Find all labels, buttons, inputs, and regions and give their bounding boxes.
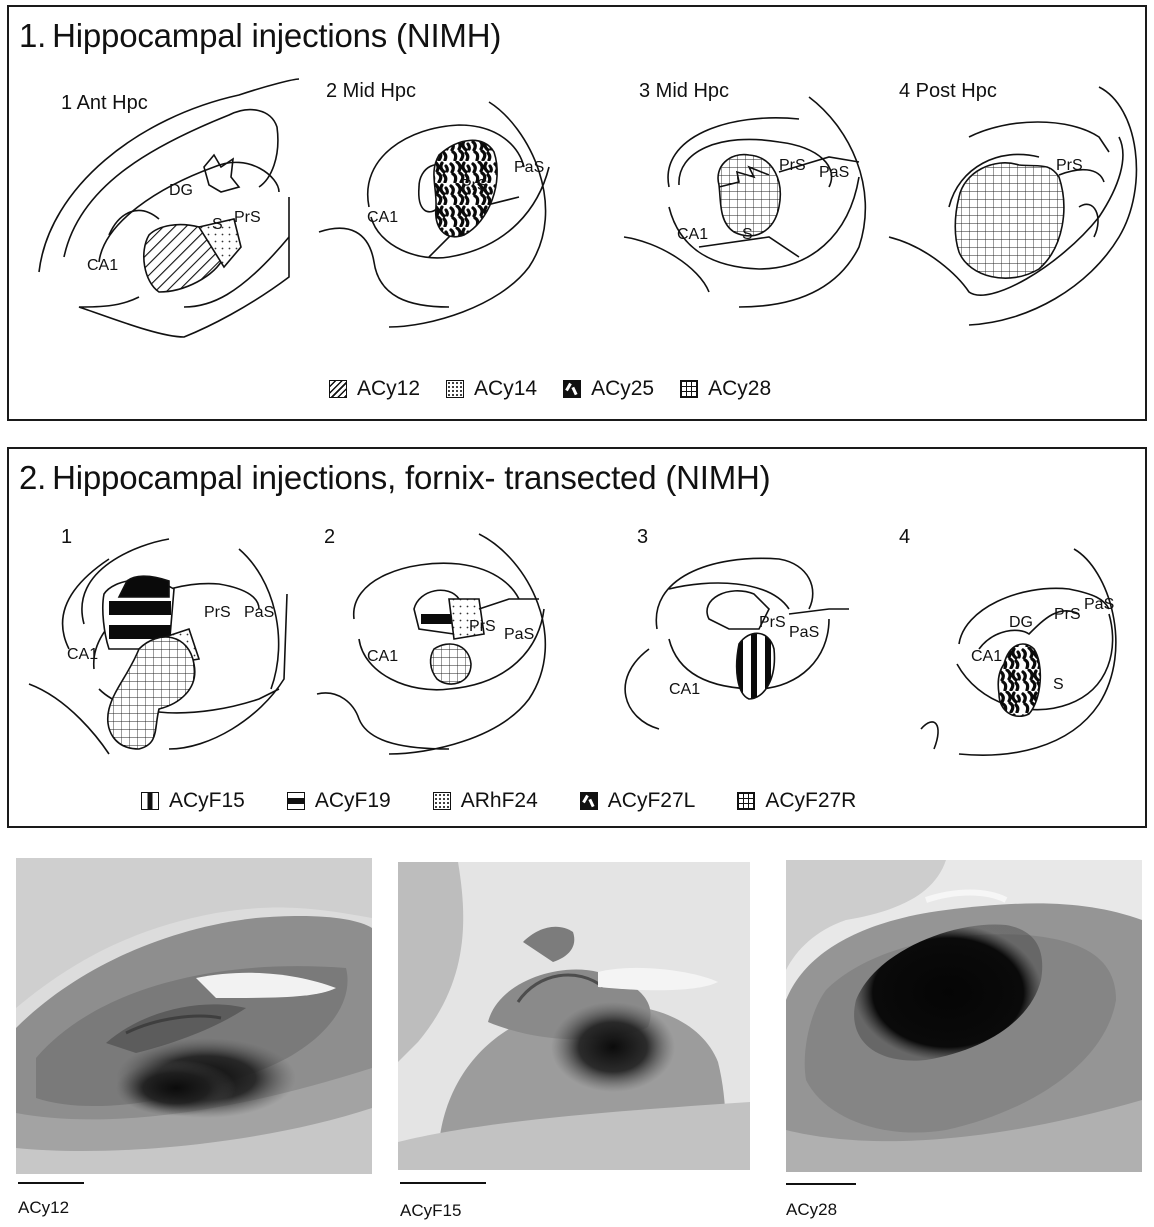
label-ca1: CA1 (677, 226, 708, 243)
histology-photo-acy12 (16, 858, 372, 1174)
section-title: 4 (899, 526, 910, 548)
section-title: 4 Post Hpc (899, 80, 997, 102)
label-ca1: CA1 (87, 257, 118, 274)
photo-caption: ACy28 (786, 1200, 837, 1220)
label-pas: PaS (1084, 596, 1114, 613)
scale-bar (786, 1183, 856, 1185)
label-pas: PaS (504, 626, 534, 643)
legend-label: ACy25 (591, 377, 654, 401)
label-prs: PrS (779, 157, 806, 174)
label-prs: PrS (461, 177, 488, 194)
section-1: 1 PrS PaS CA1 (29, 526, 287, 754)
section-3-mid-hpc: 3 Mid Hpc PrS PaS CA1 S (624, 80, 865, 307)
horizontal-bars-swatch (287, 792, 305, 810)
label-pas: PaS (789, 624, 819, 641)
legend-item-acyf15: ACyF15 (141, 789, 245, 813)
label-prs: PrS (759, 614, 786, 631)
label-prs: PrS (204, 604, 231, 621)
section-4-post-hpc: 4 Post Hpc PrS (889, 80, 1136, 325)
legend-item-acyf27r: ACyF27R (737, 789, 856, 813)
section-title: 3 Mid Hpc (639, 80, 729, 102)
legend-label: ACyF15 (169, 789, 245, 813)
dots-swatch (446, 380, 464, 398)
label-dg: DG (169, 182, 193, 199)
label-prs: PrS (1054, 606, 1081, 623)
legend-item-arhf24: ARhF24 (433, 789, 538, 813)
grid-swatch (680, 380, 698, 398)
label-s: S (742, 226, 753, 243)
panel-2-diagrams: 1 PrS PaS CA1 2 (9, 449, 1149, 830)
section-title: 2 Mid Hpc (326, 80, 416, 102)
section-2-mid-hpc: 2 Mid Hpc PaS PrS CA1 (319, 80, 549, 327)
label-ca1: CA1 (367, 209, 398, 226)
legend-item-acy25: ACy25 (563, 377, 654, 401)
legend-item-acy14: ACy14 (446, 377, 537, 401)
label-ca1: CA1 (67, 646, 98, 663)
black-worms-swatch (563, 380, 581, 398)
legend-label: ARhF24 (461, 789, 538, 813)
vertical-bars-swatch (141, 792, 159, 810)
black-worms-swatch (580, 792, 598, 810)
legend-item-acy28: ACy28 (680, 377, 771, 401)
section-title: 3 (637, 526, 648, 548)
panel-fornix-transected-injections: 2.Hippocampal injections, fornix- transe… (7, 447, 1147, 828)
label-s: S (1053, 676, 1064, 693)
label-ca1: CA1 (669, 681, 700, 698)
section-2: 2 PrS PaS CA1 (317, 526, 545, 754)
legend-item-acyf19: ACyF19 (287, 789, 391, 813)
grid-swatch (737, 792, 755, 810)
label-prs: PrS (469, 618, 496, 635)
label-ca1: CA1 (971, 648, 1002, 665)
legend-label: ACy28 (708, 377, 771, 401)
label-prs: PrS (1056, 157, 1083, 174)
histology-photo-acy28 (786, 860, 1142, 1172)
legend-label: ACy14 (474, 377, 537, 401)
legend-label: ACyF19 (315, 789, 391, 813)
label-pas: PaS (514, 159, 544, 176)
legend: ACyF15 ACyF19 ARhF24 ACyF27L ACyF27R (141, 789, 882, 813)
legend-label: ACyF27R (765, 789, 856, 813)
photo-caption: ACy12 (18, 1198, 69, 1218)
label-pas: PaS (819, 164, 849, 181)
label-pas: PaS (244, 604, 274, 621)
photo-caption: ACyF15 (400, 1201, 461, 1221)
section-3: 3 PrS PaS CA1 (625, 526, 849, 729)
section-4: 4 PaS PrS DG CA1 S (899, 526, 1116, 755)
panel-hippocampal-injections: 1.Hippocampal injections (NIMH) 1 Ant Hp… (7, 5, 1147, 421)
label-ca1: CA1 (367, 648, 398, 665)
section-title: 2 (324, 526, 335, 548)
legend-item-acyf27l: ACyF27L (580, 789, 696, 813)
label-dg: DG (1009, 614, 1033, 631)
dots-swatch (433, 792, 451, 810)
histology-photo-acyf15 (398, 862, 750, 1170)
label-s: S (212, 216, 223, 233)
section-1-ant-hpc: 1 Ant Hpc DG S PrS CA1 (39, 79, 299, 337)
section-title: 1 (61, 526, 72, 548)
legend-label: ACyF27L (608, 789, 696, 813)
diagonal-hatch-swatch (329, 380, 347, 398)
scale-bar (400, 1182, 486, 1184)
scale-bar (18, 1182, 84, 1184)
legend: ACy12 ACy14 ACy25 ACy28 (329, 377, 797, 401)
legend-item-acy12: ACy12 (329, 377, 420, 401)
label-prs: PrS (234, 209, 261, 226)
legend-label: ACy12 (357, 377, 420, 401)
panel-1-diagrams: 1 Ant Hpc DG S PrS CA1 2 Mid Hpc PaS (9, 7, 1149, 423)
section-title: 1 Ant Hpc (61, 92, 148, 114)
